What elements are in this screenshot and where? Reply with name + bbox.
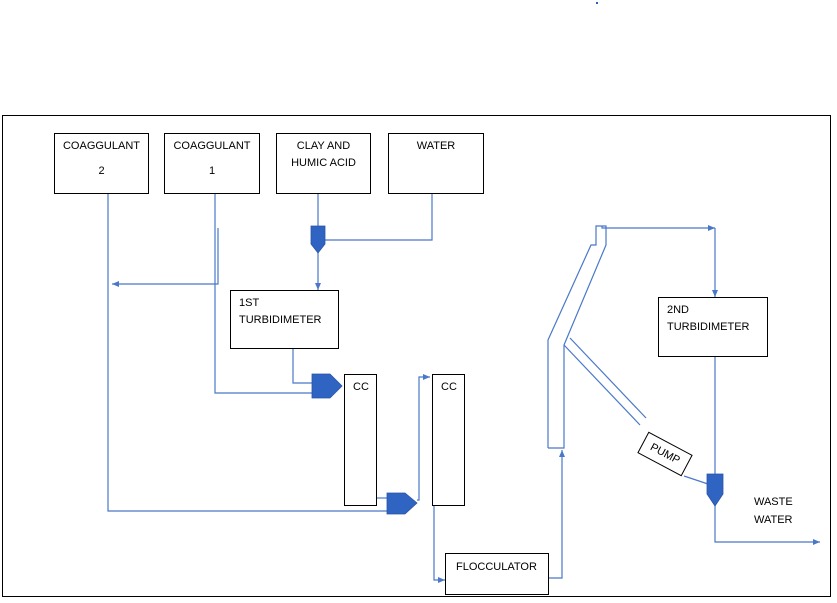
water-box: WATER bbox=[388, 133, 484, 194]
turbidimeter-to-mixer-line bbox=[292, 349, 312, 384]
final-valve-icon bbox=[706, 473, 724, 507]
cc-1-box: CC bbox=[344, 374, 377, 506]
coagulant-2-label-2: 2 bbox=[98, 165, 105, 178]
flocculator-box: FLOCCULATOR bbox=[445, 553, 549, 595]
settler-to-pump-line bbox=[563, 344, 641, 426]
turbidimeter-2-box: 2ND TURBIDIMETER bbox=[658, 297, 768, 357]
waste-water-line bbox=[714, 505, 820, 545]
valve-icon bbox=[310, 225, 326, 254]
clay-humic-label-2: HUMIC ACID bbox=[291, 157, 356, 170]
settler-outline bbox=[547, 225, 607, 449]
turbidimeter-1-label-1: 1ST bbox=[239, 297, 260, 309]
waste-water-label-2: WATER bbox=[754, 513, 793, 526]
cc-1-label: CC bbox=[353, 381, 369, 393]
coagulant-1-box: COAGGULANT 1 bbox=[164, 133, 260, 194]
waste-water-label: WASTE WATER bbox=[754, 494, 793, 529]
diagram-frame bbox=[2, 115, 831, 597]
coagulant-1-line bbox=[214, 194, 312, 394]
coagulant-2-box: COAGGULANT 2 bbox=[54, 133, 149, 194]
water-line bbox=[325, 194, 433, 241]
coagulant-1-branch bbox=[112, 228, 219, 287]
clay-humic-label-1: CLAY AND bbox=[296, 140, 351, 152]
coagulant-1-label-1: COAGGULANT bbox=[173, 140, 251, 152]
flocculator-label: FLOCCULATOR bbox=[456, 561, 537, 573]
turbidimeter-2-label-2: TURBIDIMETER bbox=[667, 321, 750, 334]
mixer-to-cc2-line bbox=[417, 374, 430, 501]
cc2-to-flocculator-line bbox=[433, 506, 445, 583]
coagulant-2-label-1: COAGGULANT bbox=[62, 140, 140, 152]
cc-2-label: CC bbox=[441, 381, 457, 393]
turbidimeter-1-box: 1ST TURBIDIMETER bbox=[230, 290, 339, 349]
mixer-2-icon bbox=[386, 492, 418, 515]
coagulant-1-label-2: 1 bbox=[208, 165, 216, 178]
flocculator-to-settler-line bbox=[548, 450, 565, 579]
stray-dot bbox=[596, 2, 598, 4]
settler-top-line bbox=[601, 225, 715, 231]
settler-to-pump-line-2 bbox=[569, 337, 647, 419]
clay-humic-box: CLAY AND HUMIC ACID bbox=[276, 133, 371, 194]
turbidimeter-1-label-2: TURBIDIMETER bbox=[239, 314, 322, 327]
turbidimeter-2-label-1: 2ND bbox=[667, 304, 690, 316]
pump-to-valve-line bbox=[683, 475, 709, 485]
coagulant-2-line bbox=[107, 194, 387, 512]
waste-water-label-1: WASTE bbox=[754, 496, 793, 508]
cc-2-box: CC bbox=[432, 374, 465, 506]
water-label: WATER bbox=[416, 140, 456, 152]
mixer-1-icon bbox=[311, 373, 343, 399]
